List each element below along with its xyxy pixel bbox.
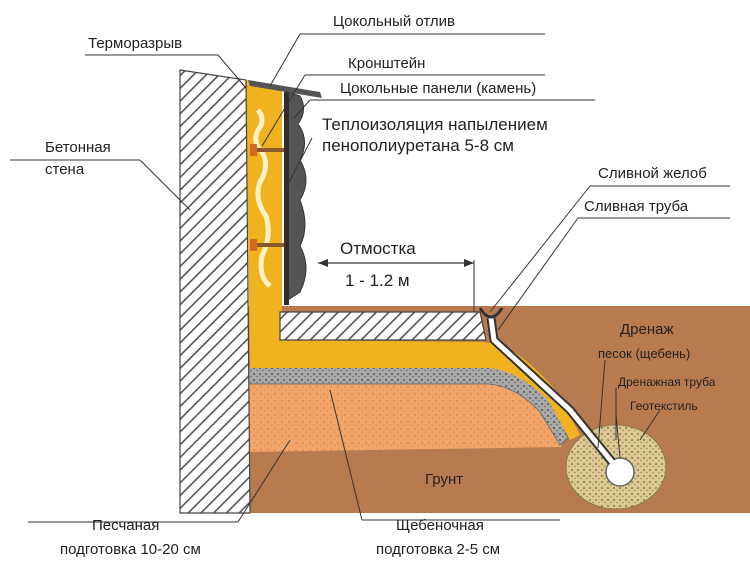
thermal-break-label: Терморазрыв — [88, 35, 182, 52]
bracket-label: Кронштейн — [348, 55, 425, 72]
plinth-flashing-label: Цокольный отлив — [333, 13, 455, 30]
insulation-bottom — [250, 330, 580, 440]
drain-pipe-label: Дренажная труба — [618, 375, 716, 389]
drainage-label: Дренаж — [620, 321, 674, 338]
blind-area-width-label: 1 - 1.2 м — [345, 271, 410, 290]
insulation-label-line2: пенополиуретана 5-8 см — [322, 136, 514, 155]
geotextile-label: Геотекстиль — [630, 399, 698, 413]
sand-bed-label-line2: подготовка 10-20 см — [60, 541, 201, 558]
gutter-label: Сливной желоб — [598, 165, 707, 182]
sand-bed-layer — [248, 382, 562, 452]
concrete-wall-label-line1: Бетонная — [45, 139, 111, 156]
concrete-wall-label-line2: стена — [45, 161, 85, 178]
panel-frame — [284, 90, 289, 305]
plinth-panels-label: Цокольные панели (камень) — [340, 80, 536, 97]
soil-label: Грунт — [425, 471, 463, 488]
plinth-panels — [287, 91, 307, 301]
gravel-bed-label-line2: подготовка 2-5 см — [376, 541, 500, 558]
sand-bed-label-line1: Песчаная — [92, 517, 159, 534]
gutter — [478, 307, 504, 319]
bracket-top — [252, 148, 284, 152]
concrete-wall — [179, 69, 251, 514]
gravel-bed-label-line1: Щебеночная — [396, 517, 484, 534]
downpipe-label: Сливная труба — [584, 198, 689, 215]
insulation-label-line1: Теплоизоляция напылением — [322, 115, 548, 134]
sand-gravel-label: песок (щебень) — [598, 346, 690, 361]
blind-area-slab — [279, 311, 487, 341]
blind-area-label: Отмостка — [340, 239, 416, 258]
plinth-flashing — [248, 80, 322, 98]
bracket-bottom — [252, 243, 284, 247]
